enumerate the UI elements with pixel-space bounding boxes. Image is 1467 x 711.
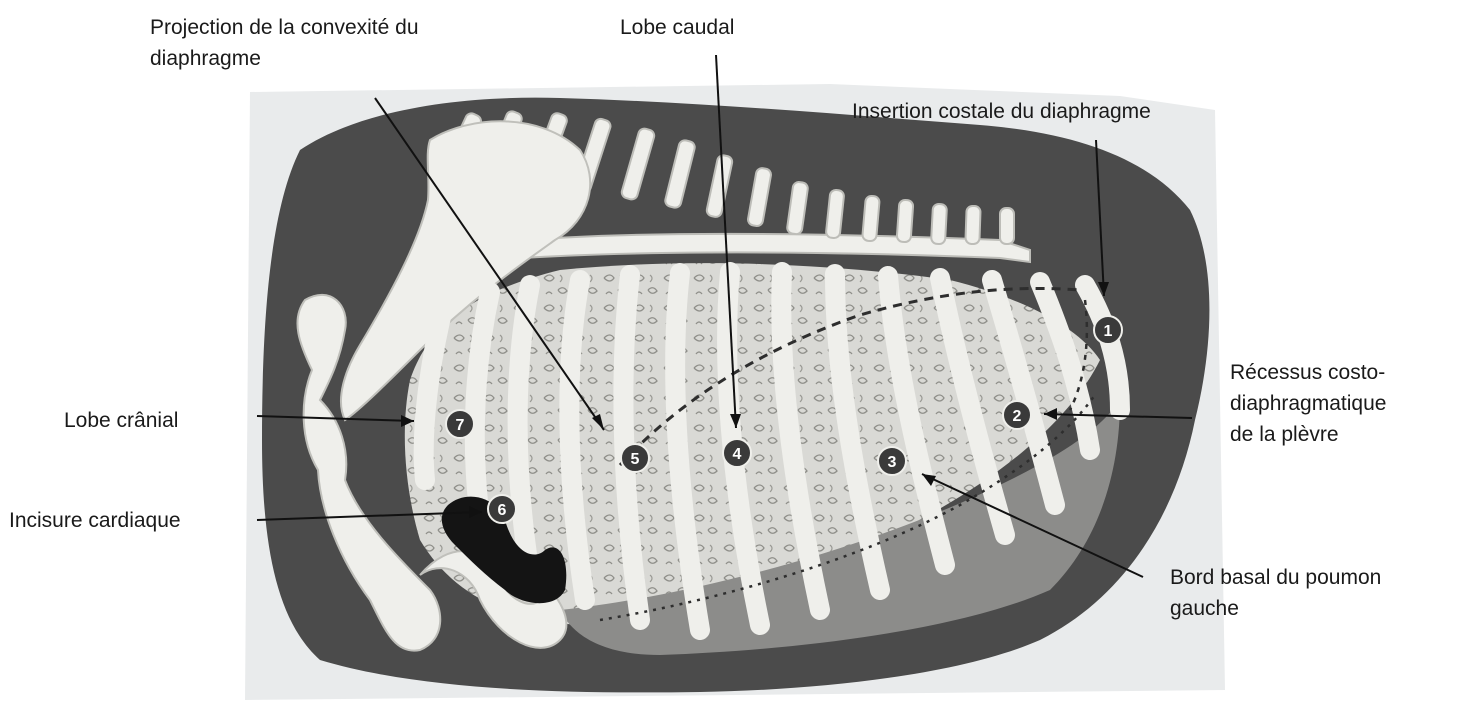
marker-6-label: 6 <box>498 502 507 519</box>
label-projection-line1: Projection de la convexité du <box>150 12 419 43</box>
marker-2-label: 2 <box>1013 408 1022 425</box>
marker-1: 1 <box>1094 316 1122 344</box>
label-incisure-cardiaque: Incisure cardiaque <box>9 505 181 536</box>
label-recessus-line1: Récessus costo- <box>1230 357 1386 388</box>
marker-7: 7 <box>446 410 474 438</box>
label-recessus: Récessus costo- diaphragmatique de la pl… <box>1230 357 1386 450</box>
label-projection-line2: diaphragme <box>150 43 419 74</box>
marker-1-label: 1 <box>1104 323 1113 340</box>
label-recessus-line2: diaphragmatique <box>1230 388 1386 419</box>
marker-3: 3 <box>878 447 906 475</box>
label-projection-diaphragme: Projection de la convexité du diaphragme <box>150 12 419 74</box>
marker-5: 5 <box>621 444 649 472</box>
marker-5-label: 5 <box>631 451 640 468</box>
marker-3-label: 3 <box>888 454 897 471</box>
marker-4: 4 <box>723 439 751 467</box>
marker-4-label: 4 <box>733 446 742 463</box>
marker-2: 2 <box>1003 401 1031 429</box>
label-lobe-caudal: Lobe caudal <box>620 12 734 43</box>
label-bord-basal-line1: Bord basal du poumon <box>1170 562 1381 593</box>
label-lobe-cranial: Lobe crânial <box>64 405 178 436</box>
marker-6: 6 <box>488 495 516 523</box>
label-recessus-line3: de la plèvre <box>1230 419 1386 450</box>
label-bord-basal-line2: gauche <box>1170 593 1381 624</box>
label-insertion-costale: Insertion costale du diaphragme <box>852 96 1151 127</box>
label-bord-basal: Bord basal du poumon gauche <box>1170 562 1381 624</box>
marker-7-label: 7 <box>456 417 465 434</box>
